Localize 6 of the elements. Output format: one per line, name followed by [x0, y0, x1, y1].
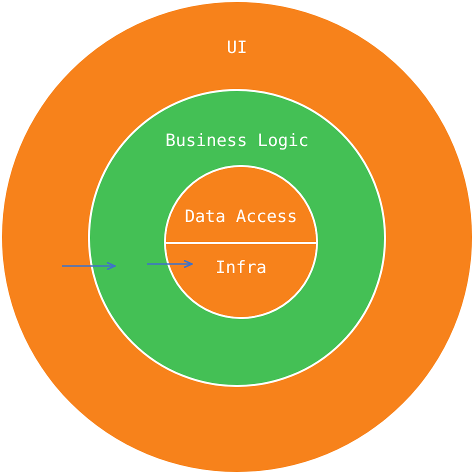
arrow	[62, 262, 116, 270]
arrow	[147, 260, 193, 268]
layer-label: Data Access	[184, 207, 298, 227]
layer-label: Business Logic	[164, 131, 310, 151]
layer-label: UI	[226, 38, 248, 58]
layer-label: Infra	[214, 258, 268, 278]
